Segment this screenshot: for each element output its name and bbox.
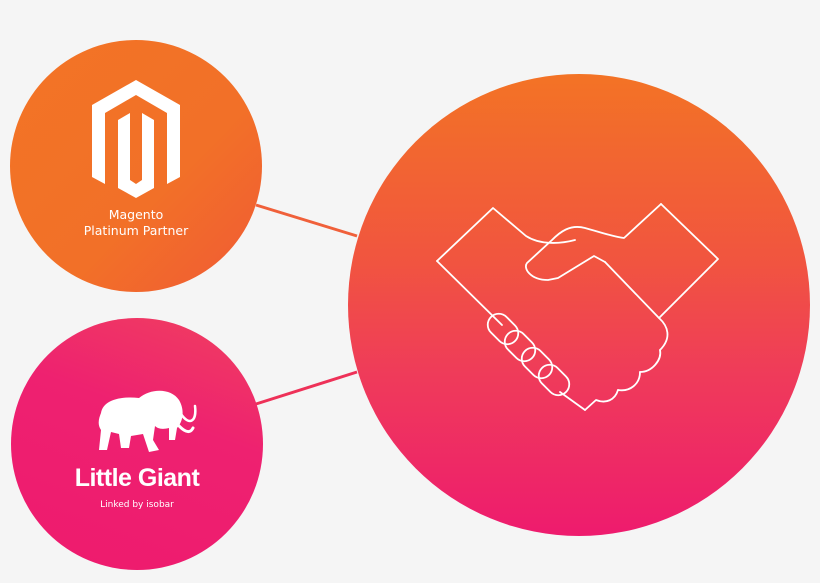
little-giant-subtitle: Linked by isobar (100, 500, 174, 510)
magento-partner-label: Platinum Partner (83, 223, 189, 238)
magento-logo-icon (92, 80, 180, 198)
magento-label: Magento (108, 207, 164, 222)
magento-node: Magento Platinum Partner (10, 40, 262, 292)
edge-little-giant (255, 370, 358, 406)
edge-magento (255, 203, 358, 238)
mammoth-logo-icon (98, 390, 197, 452)
little-giant-node: Little Giant Linked by isobar (11, 318, 263, 570)
handshake-icon (436, 203, 719, 411)
partnership-node (348, 74, 810, 536)
little-giant-title: Little Giant (74, 464, 200, 492)
